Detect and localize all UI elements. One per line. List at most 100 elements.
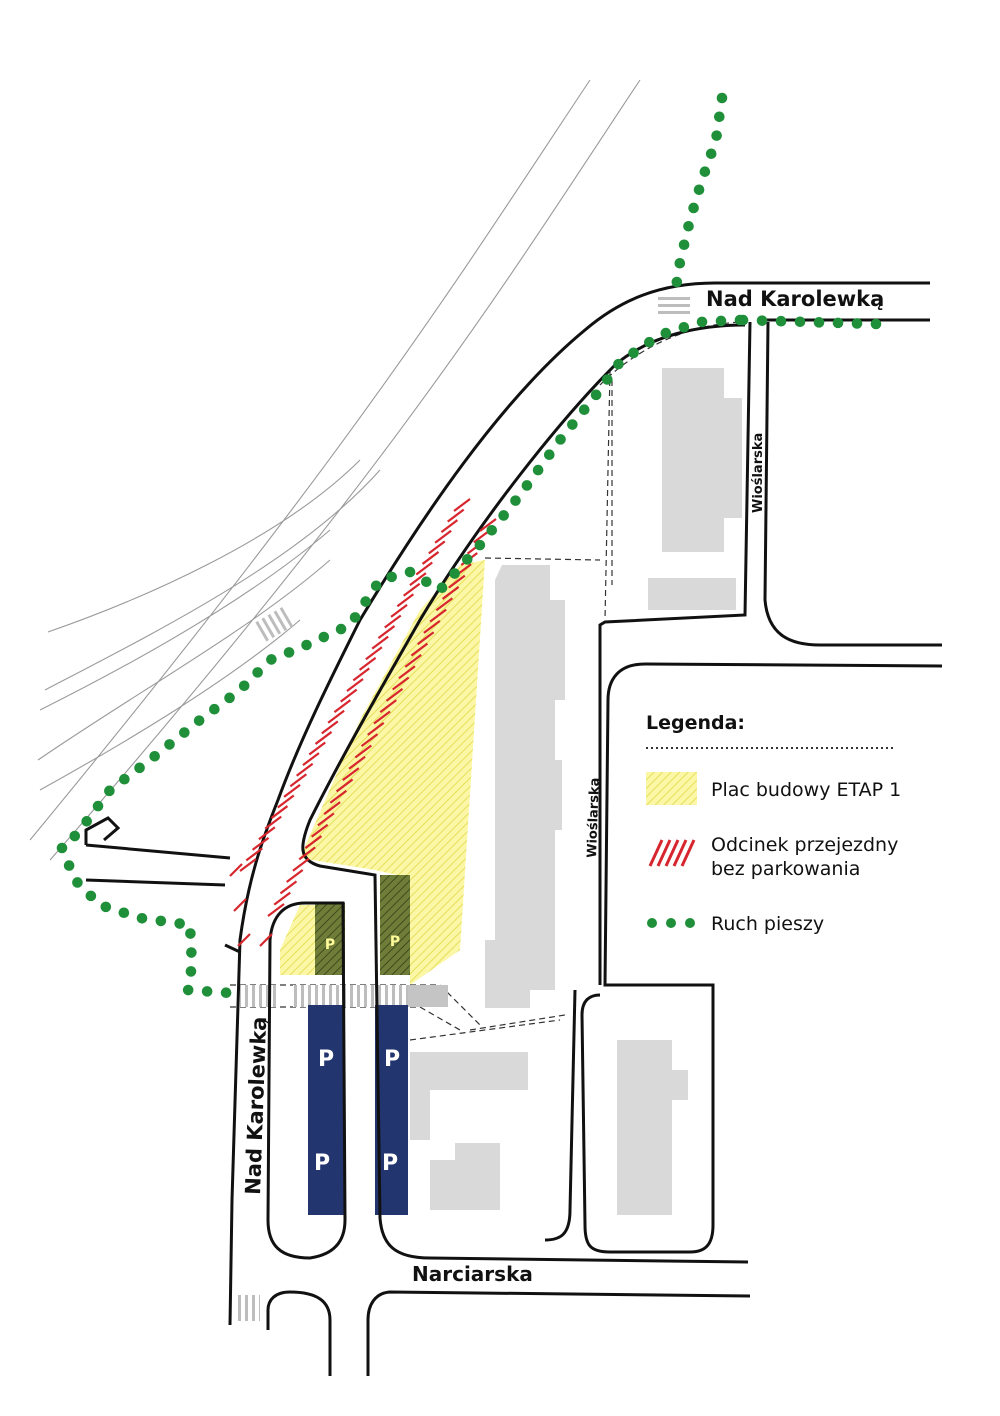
no-parking-hatch-tick [402, 582, 421, 597]
pedestrian-dot [301, 639, 312, 651]
no-parking-hatch-tick [453, 498, 471, 512]
pedestrian-dot [220, 987, 232, 999]
no-parking-hatch-tick [447, 508, 465, 523]
pedestrian-dot [252, 667, 263, 678]
crosswalk-2 [293, 985, 408, 1007]
pedestrian-dot [461, 554, 473, 565]
legend-swatch-pedestrian [647, 918, 695, 928]
legend-swatch-construction [646, 772, 697, 805]
pedestrian-dot [370, 580, 382, 592]
no-parking-hatch-tick [373, 710, 391, 725]
pedestrian-dot [521, 480, 533, 491]
pedestrian-dot [775, 315, 787, 327]
parking-label: P [390, 934, 400, 950]
pedestrian-dot [104, 785, 115, 797]
pedestrian-dot [81, 816, 92, 827]
pedestrian-dot [628, 347, 639, 359]
no-parking-hatch-tick [385, 687, 404, 702]
no-parking-hatch-tick [367, 721, 385, 736]
street-crossing-top [658, 296, 690, 316]
pedestrian-dot [716, 92, 728, 104]
no-parking-hatch-tick [409, 572, 427, 586]
street-label-wioslarska-upper: Wioślarska [751, 433, 766, 513]
pedestrian-dot [134, 762, 145, 774]
pedestrian-dot [590, 389, 602, 401]
pedestrian-dot [85, 890, 97, 902]
pedestrian-dot [644, 336, 655, 348]
no-parking-hatch-tick [277, 794, 295, 809]
pedestrian-dot [555, 434, 566, 445]
no-parking-hatch-tick [398, 665, 416, 680]
no-parking-hatch-tick [421, 551, 440, 565]
no-parking-hatch-tick [283, 784, 301, 798]
no-parking-hatch-tick [327, 709, 345, 724]
no-parking-hatch-tick [333, 699, 352, 714]
pedestrian-dot [100, 901, 112, 913]
pedestrian-dot [209, 703, 220, 715]
no-parking-hatch-tick [289, 773, 308, 788]
pedestrian-route [56, 92, 882, 999]
pedestrian-dot [436, 582, 448, 594]
no-parking-hatch-tick [404, 654, 422, 668]
no-parking-hatch-tick [441, 586, 460, 600]
pedestrian-dot [349, 612, 361, 623]
pedestrian-dot [318, 631, 330, 643]
no-parking-hatch-tick [354, 744, 372, 759]
street-label-nad-karolewka-left: Nad Karolewką [241, 1016, 271, 1195]
pedestrian-dot [179, 727, 190, 738]
pedestrian-dot [543, 449, 555, 461]
pedestrian-dot [63, 860, 75, 871]
no-parking-hatch-tick [371, 635, 389, 650]
no-parking-hatch-tick [259, 933, 273, 947]
pedestrian-dot [851, 318, 863, 329]
no-parking-hatch-tick [286, 869, 304, 883]
pedestrian-dot [870, 318, 882, 330]
pedestrian-dot [660, 327, 672, 339]
no-parking-hatch-tick [314, 731, 333, 745]
no-parking-hatch-tick [264, 815, 282, 830]
rail-tracks [29, 79, 641, 861]
pedestrian-dot [794, 316, 806, 328]
legend-label-pedestrian: Ruch pieszy [711, 913, 824, 935]
pedestrian-dot [567, 419, 578, 430]
pedestrian-dot [699, 166, 711, 177]
pedestrian-dot [185, 966, 197, 977]
no-parking-hatch-tick [390, 604, 408, 618]
no-parking-hatch-tick [416, 631, 435, 646]
street-label-nad-karolewka-top: Nad Karolewką [706, 287, 884, 311]
rail-crossing [252, 606, 294, 644]
pedestrian-dot [510, 495, 521, 506]
pedestrian-dot [119, 773, 130, 785]
legend-title: Legenda: [646, 712, 745, 734]
parking-label: P [318, 1047, 334, 1072]
pedestrian-dot [149, 750, 160, 762]
pedestrian-dot [688, 202, 699, 214]
legend-label-construction: Plac budowy ETAP 1 [711, 779, 901, 801]
no-parking-hatch-tick [342, 767, 360, 781]
no-parking-hatch-tick [304, 835, 323, 849]
no-parking-hatch-tick [434, 529, 452, 544]
no-parking-hatch-tick [267, 903, 285, 917]
legend-swatch-no-parking [648, 839, 696, 867]
pedestrian-dot [155, 915, 167, 927]
pedestrian-dot [92, 800, 104, 812]
pedestrian-dot [224, 692, 235, 704]
parking-label: P [325, 937, 335, 953]
legend-label-no-parking-line2: bez parkowania [711, 858, 860, 880]
no-parking-hatch-tick [440, 519, 459, 534]
pedestrian-dot [266, 654, 277, 665]
no-parking-hatch-tick [429, 608, 447, 623]
pedestrian-dot [696, 316, 708, 328]
no-parking-hatch-tick [323, 801, 341, 815]
street-label-wioslarska-lower: Wioślarska [585, 777, 603, 858]
no-parking-hatch-tick [302, 752, 320, 766]
pedestrian-dot [693, 184, 705, 196]
no-parking-hatch-tick [321, 720, 339, 735]
no-parking-hatch-tick [335, 778, 354, 793]
no-parking-hatch-tick [229, 863, 243, 877]
pedestrian-dot [683, 220, 694, 232]
no-parking-hatch-tick [360, 733, 379, 748]
no-parking-hatch-tick [270, 805, 289, 819]
no-parking-hatch-tick [435, 597, 454, 612]
no-parking-hatch-tick [310, 823, 329, 838]
